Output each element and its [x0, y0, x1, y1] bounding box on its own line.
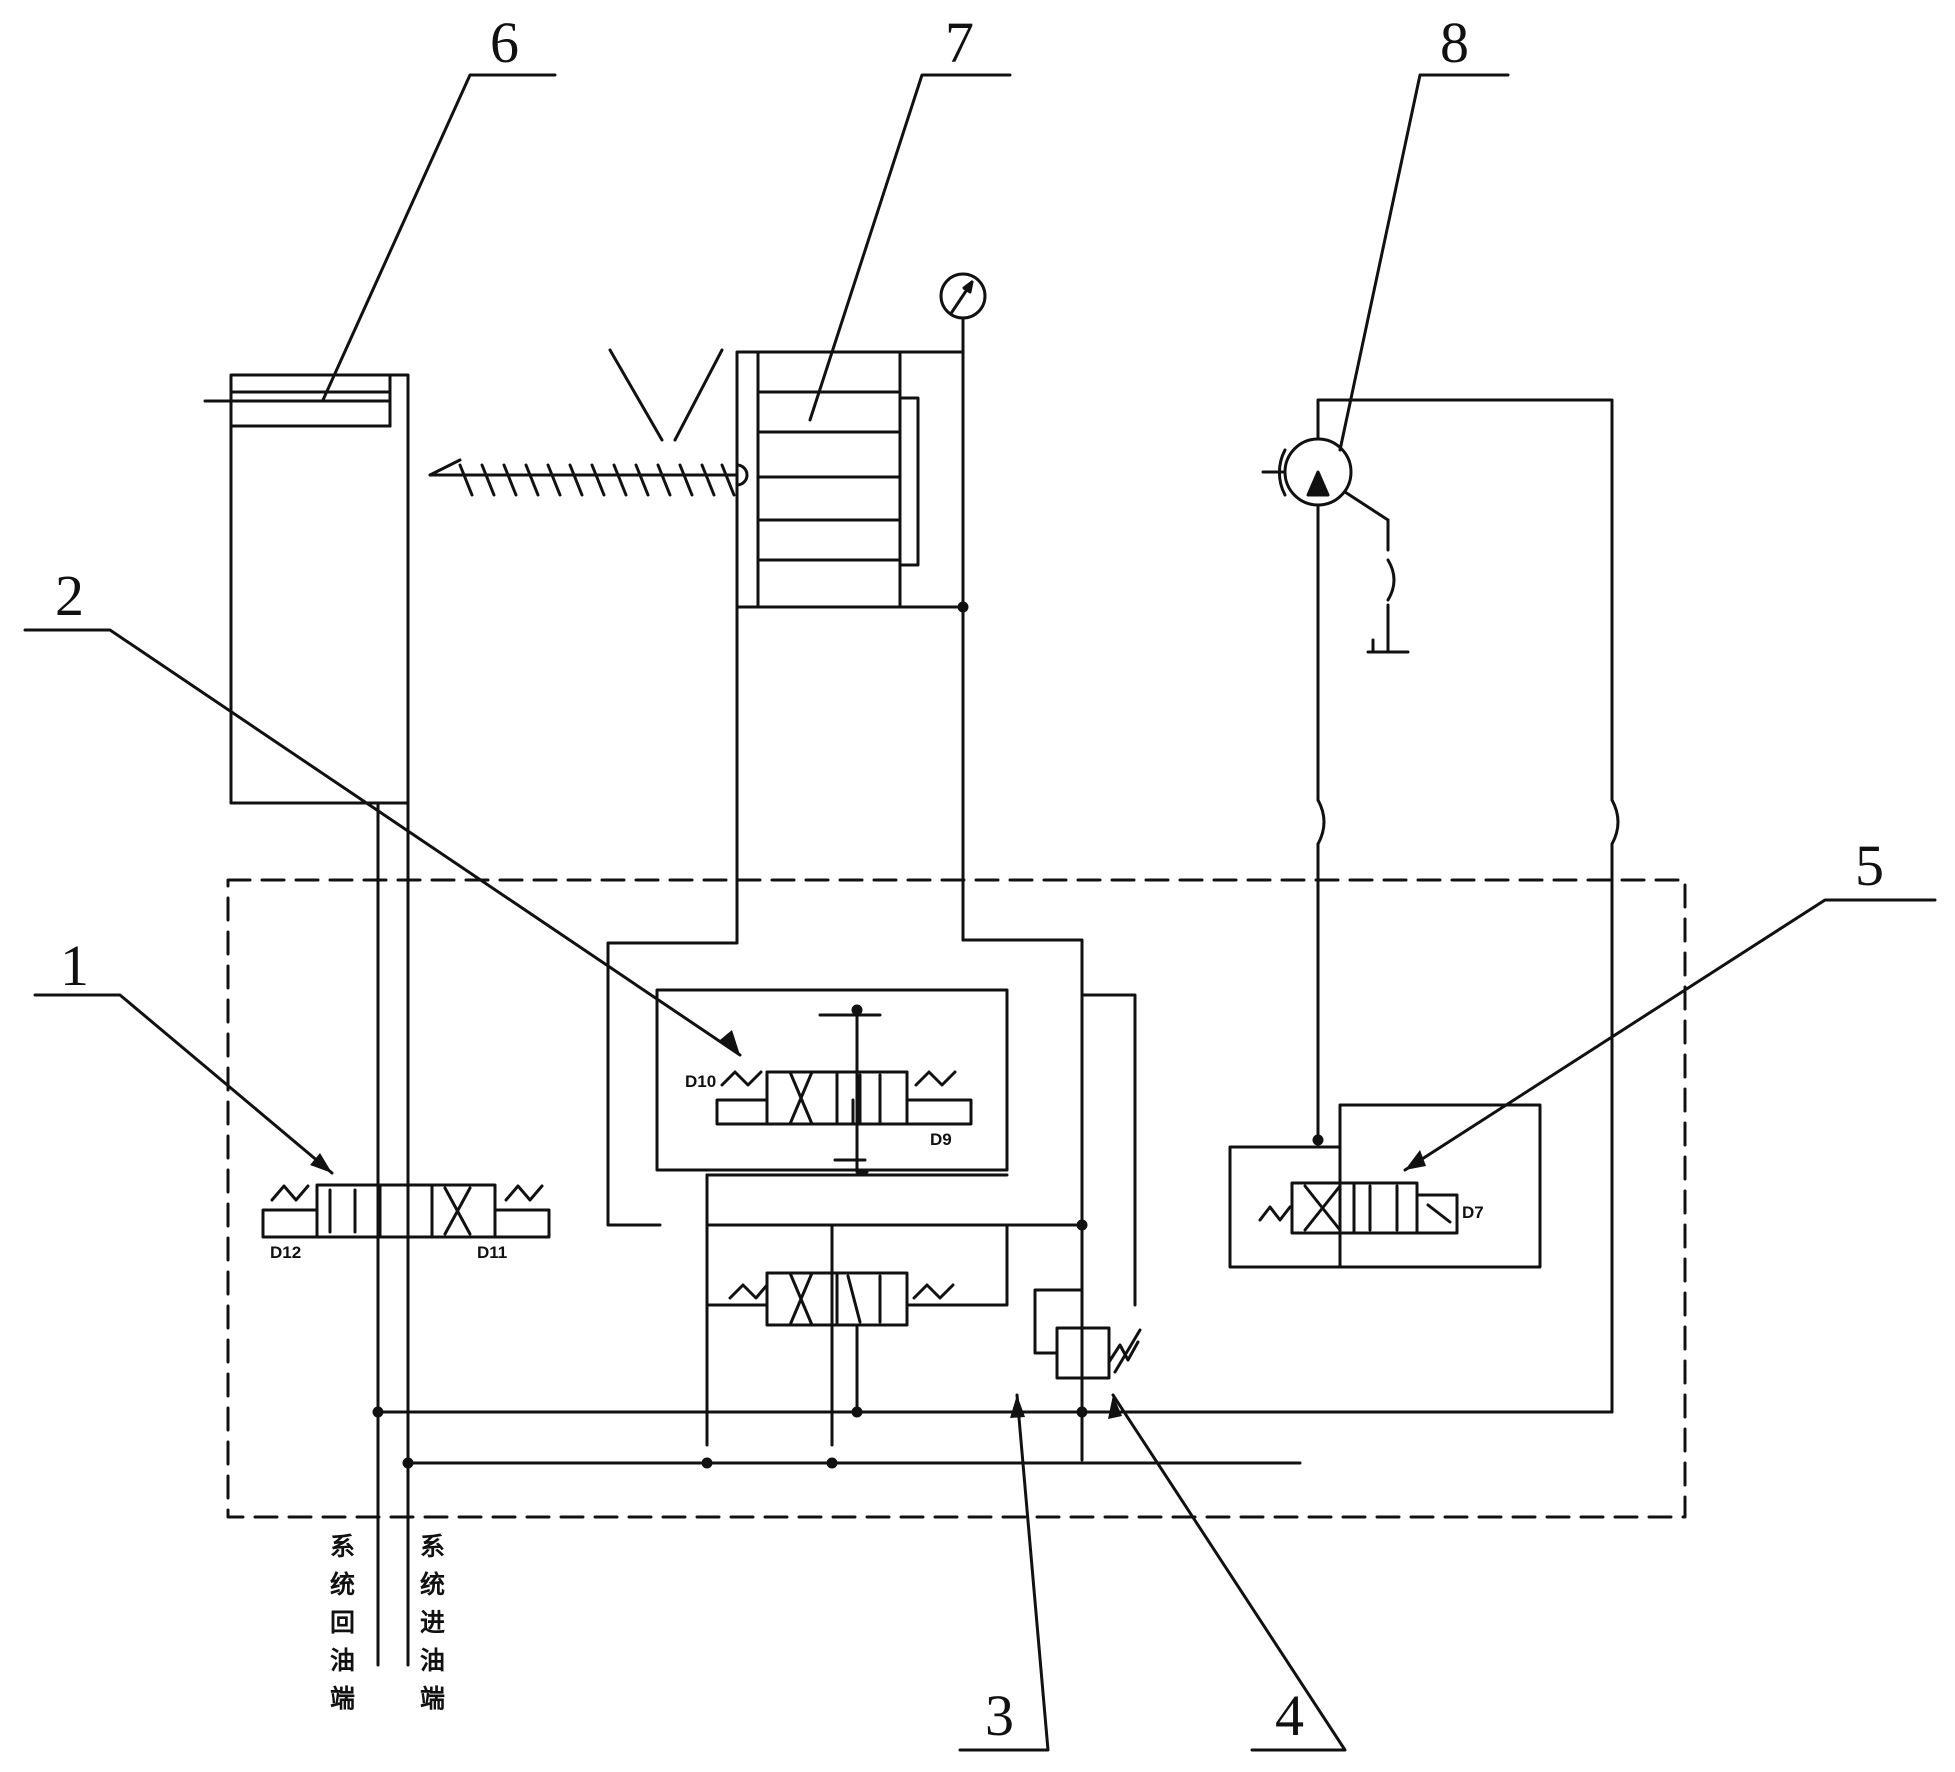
ref-label-4: 4	[1275, 1683, 1304, 1748]
supply-port-label: 系 统 进 油 端	[420, 1532, 445, 1713]
return-port-char: 统	[330, 1570, 355, 1599]
hydraulic-motor-icon	[1263, 439, 1408, 652]
gripper-rod	[430, 350, 737, 495]
leader-lines	[25, 75, 1935, 1750]
ref-label-8: 8	[1440, 10, 1469, 75]
supply-port-char: 进	[420, 1608, 445, 1637]
ref-label-6: 6	[490, 10, 519, 75]
return-port-char: 端	[330, 1684, 355, 1713]
solenoid-label-d7: D7	[1462, 1203, 1484, 1222]
relief-valve-4	[1035, 1290, 1140, 1378]
solenoid-label-d9: D9	[930, 1130, 952, 1149]
supply-port-char: 端	[420, 1684, 445, 1713]
ref-label-2: 2	[55, 563, 84, 628]
supply-port-char: 油	[420, 1646, 445, 1675]
solenoid-label-d11: D11	[477, 1243, 507, 1262]
return-port-char: 回	[330, 1608, 355, 1637]
ref-label-7: 7	[945, 10, 974, 75]
return-port-char: 油	[330, 1646, 355, 1675]
return-port-label: 系 统 回 油 端	[330, 1532, 355, 1713]
supply-port-char: 系	[420, 1532, 445, 1561]
directional-valve-5	[1230, 1105, 1540, 1267]
supply-port-char: 统	[420, 1570, 445, 1599]
cylinder-group-7	[737, 352, 963, 607]
ref-label-1: 1	[60, 933, 89, 998]
directional-valve-1	[263, 1185, 549, 1237]
ref-label-3: 3	[985, 1683, 1014, 1748]
directional-valve-3	[707, 1175, 1082, 1445]
valve-block-boundary	[228, 880, 1685, 1517]
solenoid-label-d10: D10	[685, 1072, 716, 1091]
cylinder-6	[205, 375, 408, 803]
return-port-char: 系	[330, 1532, 355, 1561]
solenoid-label-d12: D12	[270, 1243, 301, 1262]
ref-label-5: 5	[1855, 833, 1884, 898]
